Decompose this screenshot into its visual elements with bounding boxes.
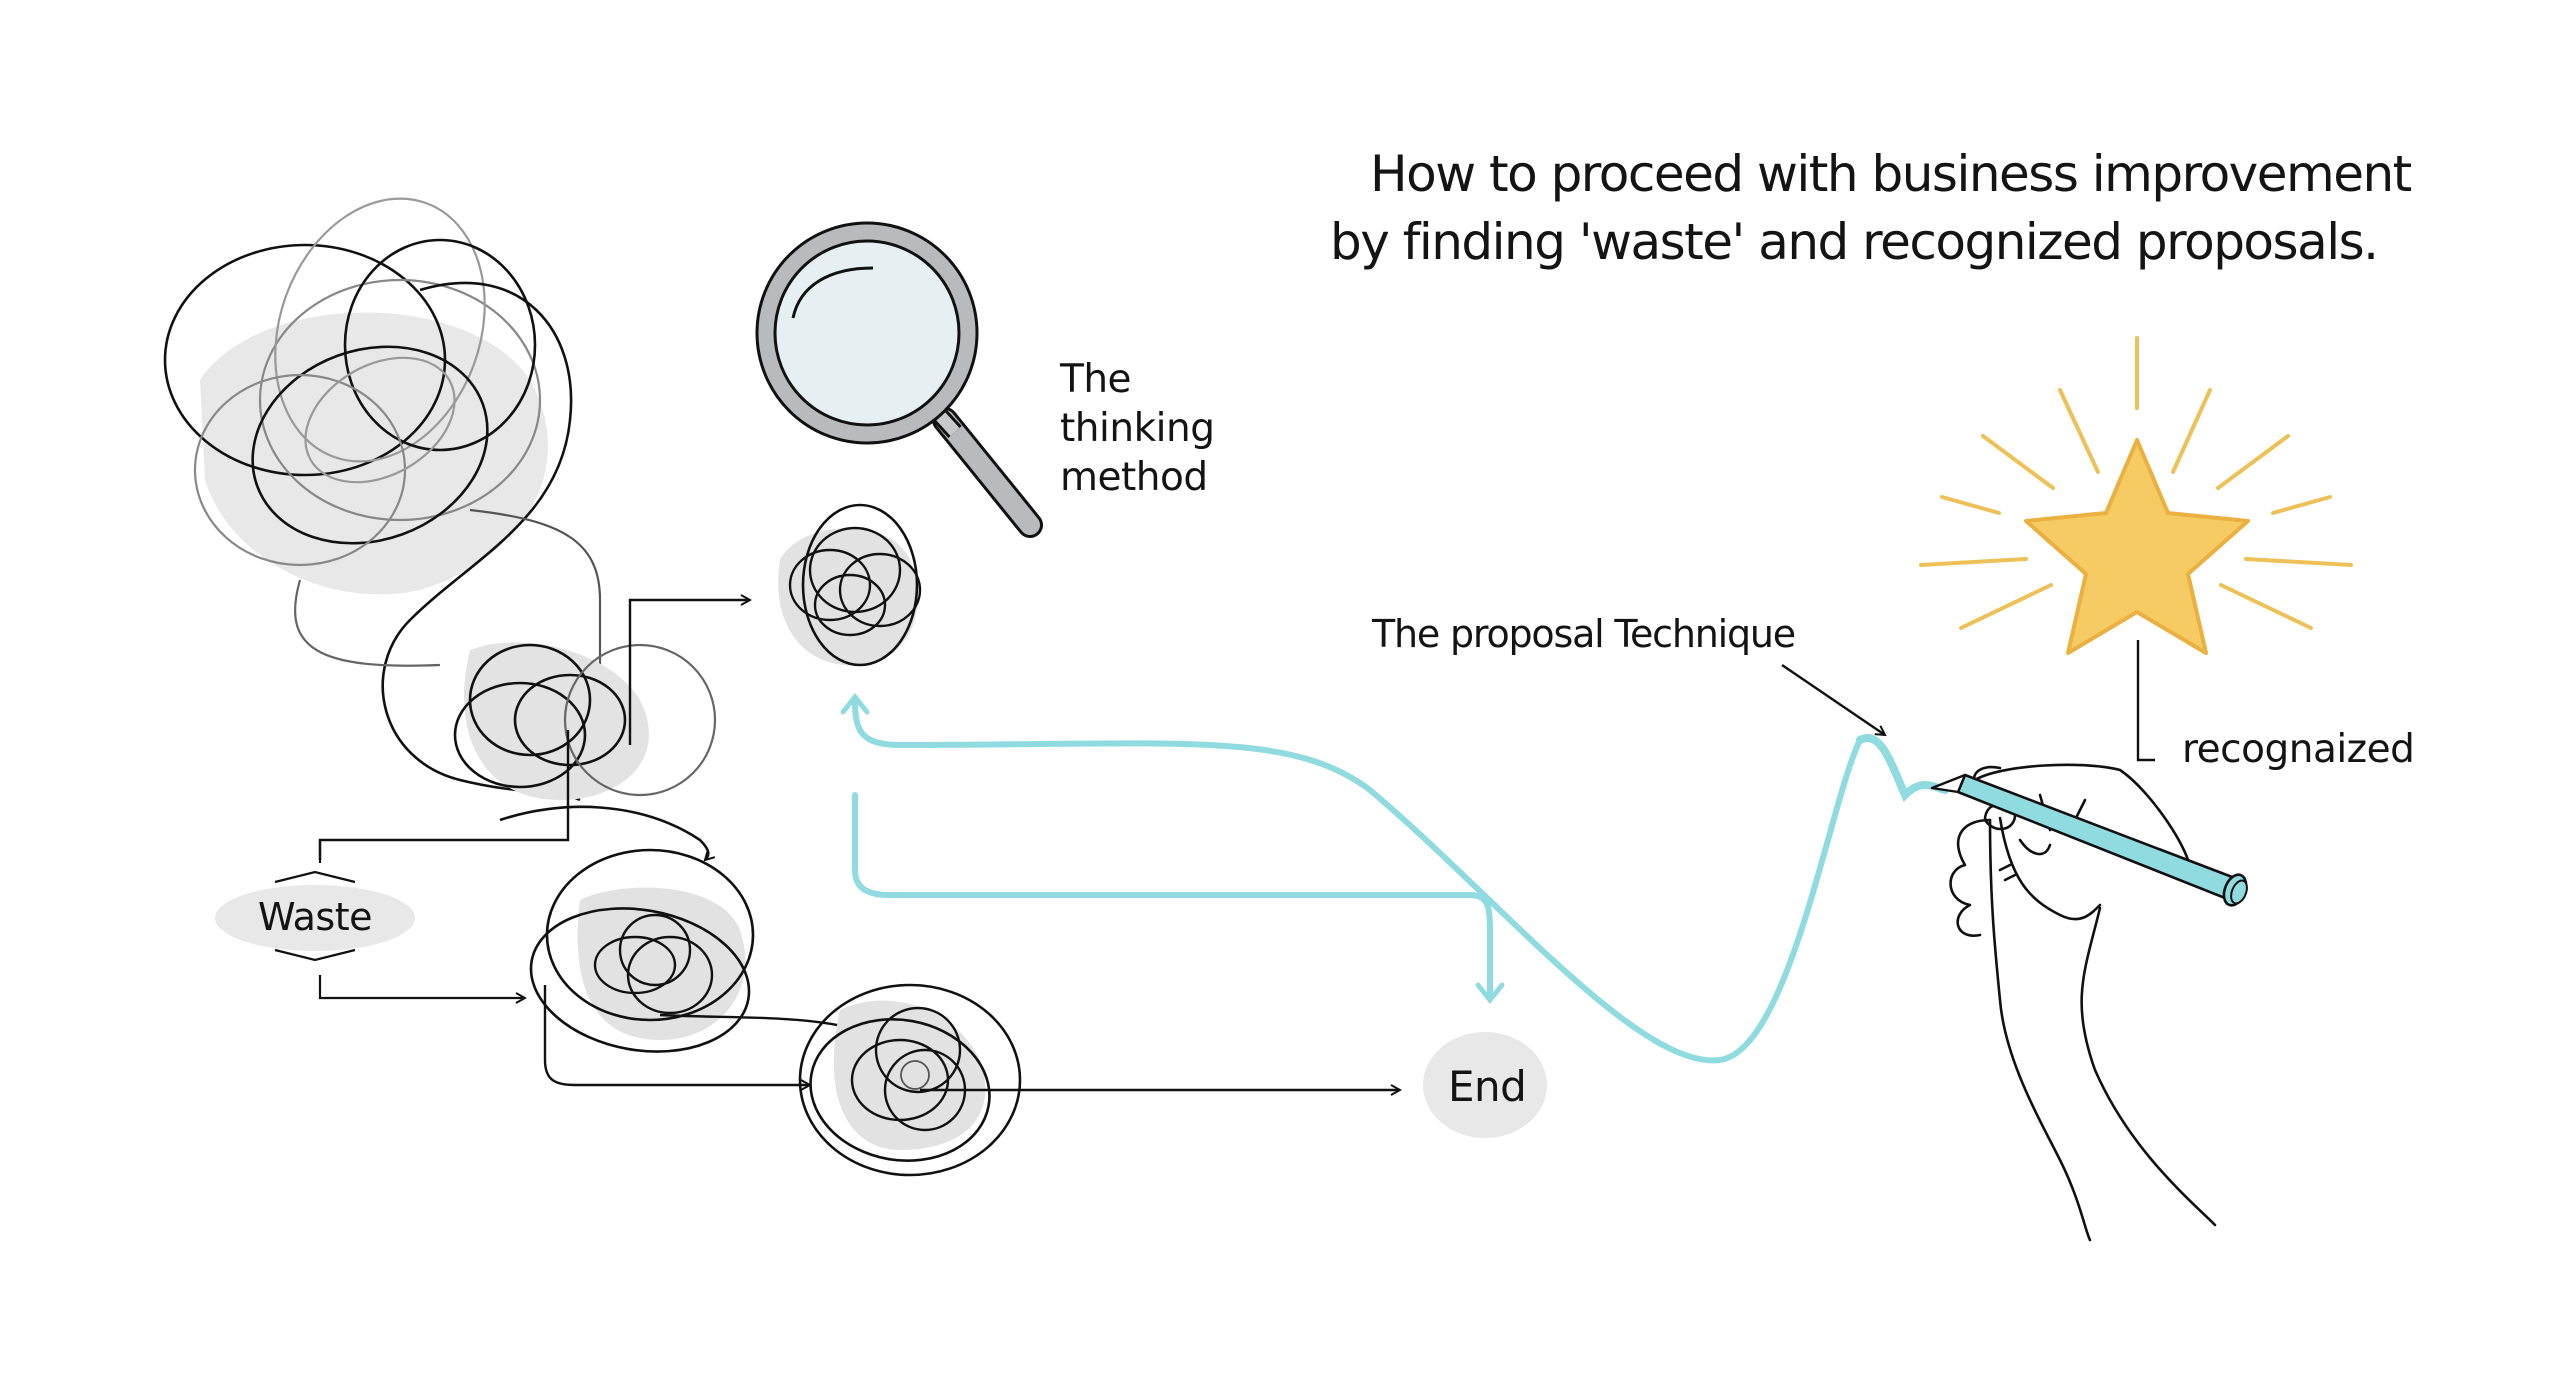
middle-tangle-scribble-icon — [318, 600, 750, 860]
thinking-method-line-1: The — [1060, 357, 1132, 402]
proposal-technique-label: The proposal Technique — [1372, 612, 1796, 656]
page-title: How to proceed with business improvement… — [1330, 140, 2412, 276]
end-arrow — [852, 792, 1505, 1005]
feedback-arrow — [840, 692, 1863, 1064]
large-tangle-scribble-icon — [163, 197, 602, 802]
recognized-label: recognaized — [2182, 727, 2415, 772]
end-label: End — [1448, 1062, 1527, 1111]
magnifying-glass-icon — [755, 221, 1043, 538]
recognized-pointer-line — [2136, 640, 2155, 762]
title-line-1: How to proceed with business improvement — [1370, 145, 2412, 203]
thinking-method-line-3: method — [1060, 455, 1208, 500]
end-node — [1423, 1032, 1547, 1138]
thinking-method-label: The thinking method — [1060, 355, 1215, 502]
waste-node — [215, 840, 525, 998]
thinking-method-line-2: thinking — [1060, 406, 1215, 451]
waste-label: Waste — [258, 895, 373, 939]
pen-stroke-squiggle — [1856, 734, 1949, 803]
lower-tangle-scribble-icon — [529, 848, 921, 1085]
end-tangle-scribble-icon — [798, 983, 1400, 1177]
proposal-pointer-arrow — [1781, 664, 1885, 735]
star-icon — [1919, 336, 2353, 655]
thinking-tangle-scribble-icon — [778, 503, 922, 667]
title-line-2: by finding 'waste' and recognized propos… — [1330, 213, 2379, 271]
pen-icon — [1930, 773, 2248, 907]
